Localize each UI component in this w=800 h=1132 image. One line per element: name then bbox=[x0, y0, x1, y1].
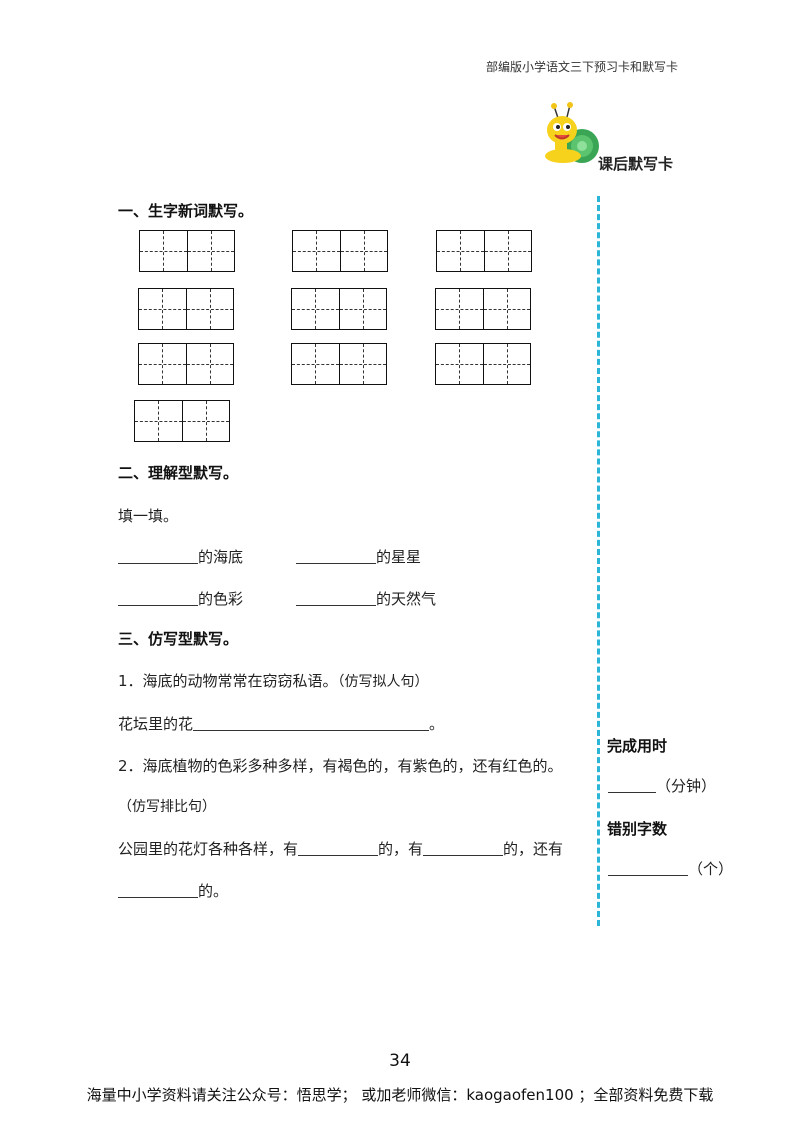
question-2-answer-line2: 的。 bbox=[118, 880, 228, 901]
char-box-pair[interactable] bbox=[291, 288, 387, 330]
char-box-pair[interactable] bbox=[436, 230, 532, 272]
fill-item: 的色彩 bbox=[118, 588, 243, 609]
question-2: 2．海底植物的色彩多种多样，有褐色的，有紫色的，还有红色的。 bbox=[118, 757, 563, 775]
time-field: （分钟） bbox=[608, 775, 716, 796]
answer-blank[interactable] bbox=[118, 547, 198, 564]
question-1: 1．海底的动物常常在窃窃私语。（仿写拟人句） bbox=[118, 672, 429, 690]
char-box-pair[interactable] bbox=[435, 343, 531, 385]
char-box-pair[interactable] bbox=[292, 230, 388, 272]
fill-item: 的海底 bbox=[118, 546, 243, 567]
card-title: 课后默写卡 bbox=[598, 155, 674, 173]
char-box-pair[interactable] bbox=[134, 400, 230, 442]
char-box-pair[interactable] bbox=[435, 288, 531, 330]
error-input[interactable] bbox=[608, 859, 688, 876]
answer-blank[interactable] bbox=[296, 589, 376, 606]
char-box-pair[interactable] bbox=[291, 343, 387, 385]
dashed-divider bbox=[597, 196, 600, 926]
question-2-note: （仿写排比句） bbox=[118, 799, 216, 815]
char-box-pair[interactable] bbox=[138, 288, 234, 330]
fill-item: 的天然气 bbox=[296, 588, 436, 609]
answer-blank[interactable] bbox=[298, 839, 379, 856]
question-1-answer: 花坛里的花。 bbox=[118, 714, 445, 733]
char-box-pair[interactable] bbox=[139, 230, 235, 272]
answer-blank[interactable] bbox=[118, 881, 198, 898]
error-label: 错别字数 bbox=[607, 820, 668, 838]
fill-item: 的星星 bbox=[296, 546, 421, 567]
time-input[interactable] bbox=[608, 776, 656, 793]
snail-mascot-icon bbox=[545, 102, 599, 163]
header-title: 部编版小学语文三下预习卡和默写卡 bbox=[486, 60, 679, 74]
answer-blank[interactable] bbox=[423, 839, 504, 856]
footer-text: 海量中小学资料请关注公众号：悟思学； 或加老师微信：kaogaofen100 ；… bbox=[86, 1086, 714, 1104]
answer-blank[interactable] bbox=[118, 589, 198, 606]
answer-blank[interactable] bbox=[193, 714, 430, 731]
section2-instruction: 填一填。 bbox=[118, 507, 179, 525]
error-field: （个） bbox=[608, 858, 733, 879]
question-2-answer-line1: 公园里的花灯各种各样，有的，有的，还有 bbox=[118, 839, 564, 858]
section2-title: 二、理解型默写。 bbox=[118, 464, 239, 482]
answer-blank[interactable] bbox=[296, 547, 376, 564]
char-box-pair[interactable] bbox=[138, 343, 234, 385]
time-label: 完成用时 bbox=[607, 737, 668, 755]
section1-title: 一、生字新词默写。 bbox=[118, 202, 254, 220]
section3-title: 三、仿写型默写。 bbox=[118, 630, 239, 648]
page-number: 34 bbox=[389, 1051, 411, 1071]
